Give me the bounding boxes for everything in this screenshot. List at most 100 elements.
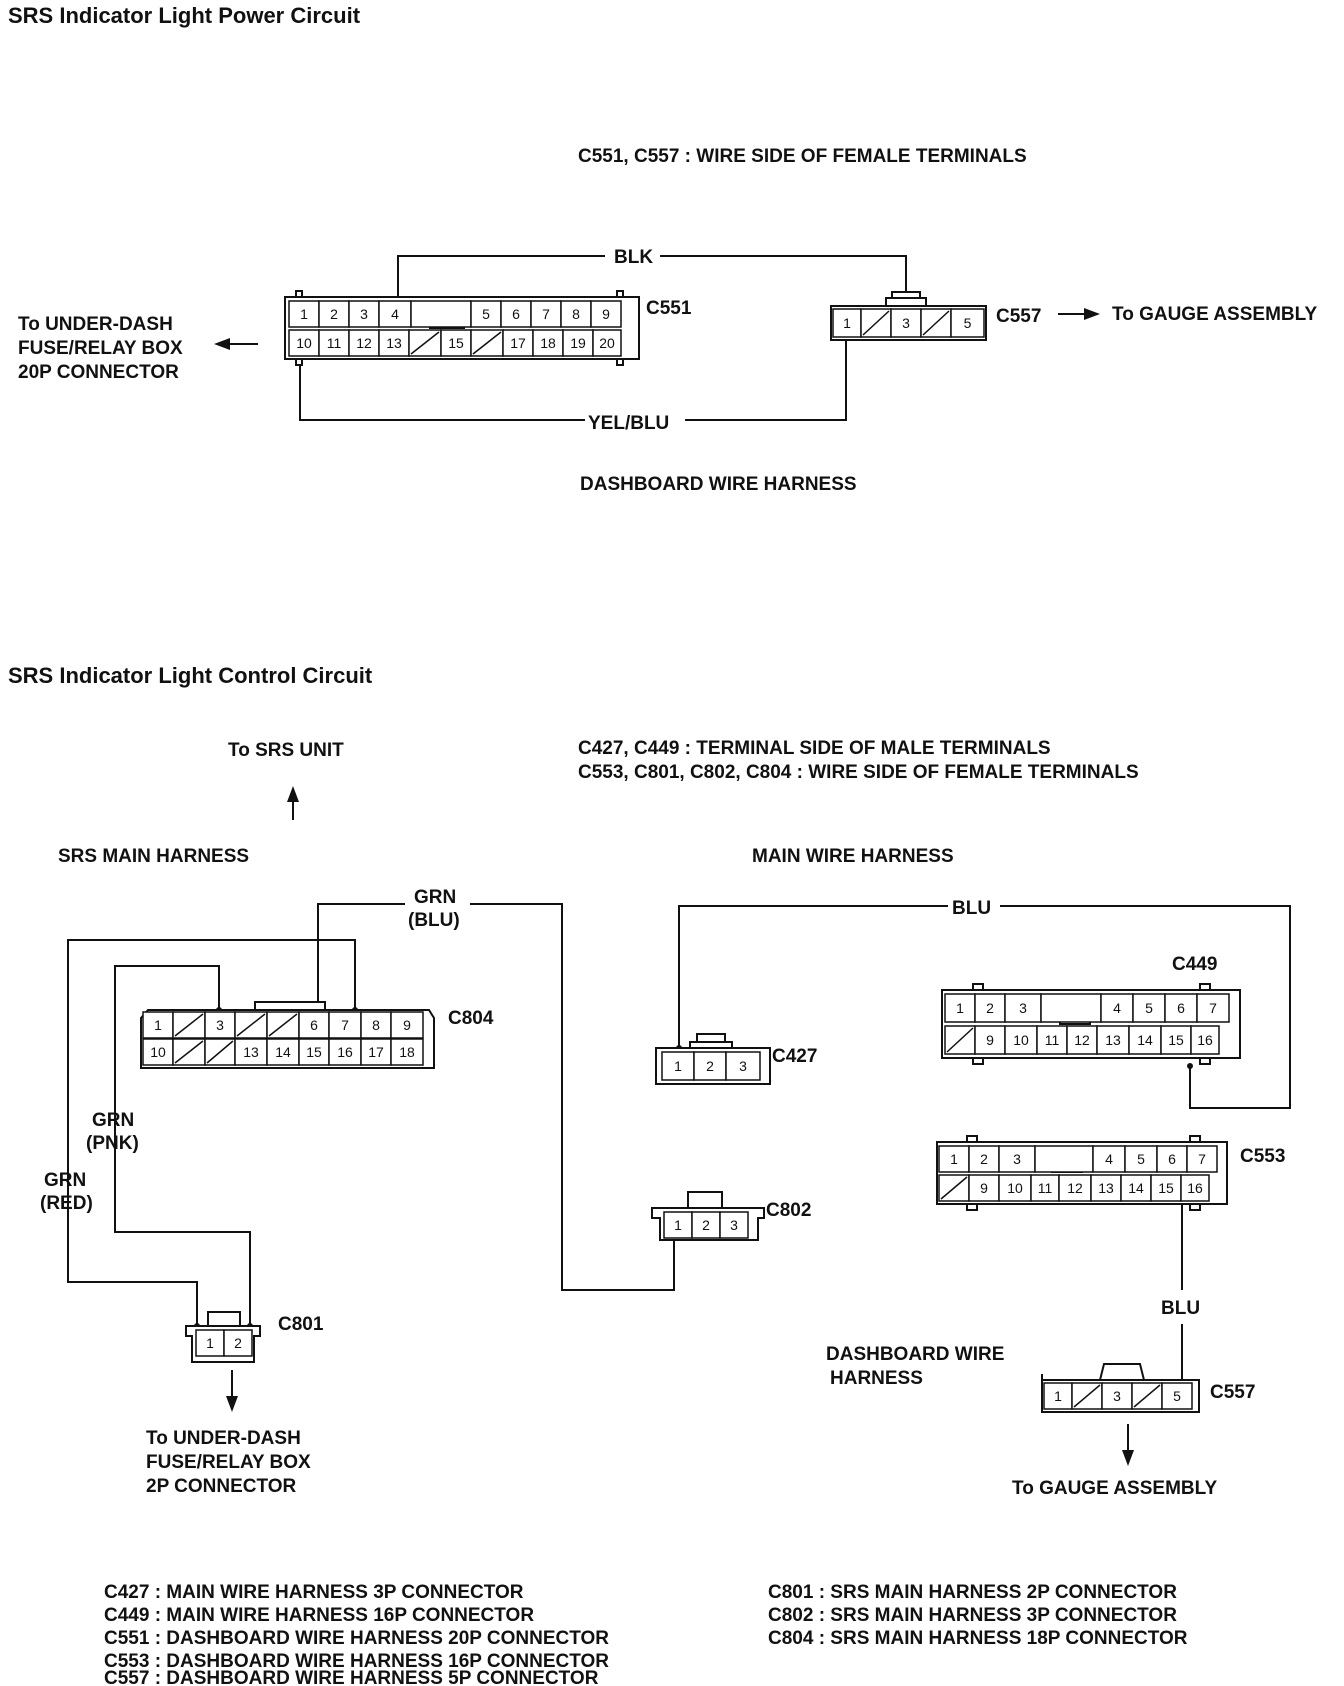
power-circuit-title: SRS Indicator Light Power Circuit [8, 3, 361, 28]
terminal-number: 3 [360, 306, 368, 322]
terminal-cell [288, 329, 320, 357]
to-fuse-box-2p-line-1: To UNDER-DASH [146, 1428, 301, 1449]
terminal-number: 12 [1067, 1180, 1083, 1196]
wire-blu-bottom-label: BLU [1161, 1298, 1200, 1319]
terminal-cell [266, 1038, 300, 1066]
terminal-number: 3 [1113, 1388, 1121, 1404]
terminal-number: 17 [510, 335, 526, 351]
dash-harness-line-1: DASHBOARD WIRE [826, 1344, 1004, 1365]
terminal-number: 16 [337, 1044, 353, 1060]
terminal-number: 11 [1045, 1032, 1060, 1048]
blank-terminal-slash [236, 1013, 266, 1037]
terminal-cell [1058, 1174, 1092, 1202]
terminal-cell [318, 329, 350, 357]
legend-item: C802 : SRS MAIN HARNESS 3P CONNECTOR [768, 1605, 1177, 1626]
terminal-cell [1190, 1025, 1220, 1055]
blank-terminal-slash [862, 310, 890, 336]
terminal-cell [500, 300, 532, 328]
terminal-number: 14 [1128, 1180, 1144, 1196]
blank-terminal-slash [922, 310, 950, 336]
terminal-cell [1030, 1174, 1060, 1202]
terminal-number: 10 [150, 1044, 166, 1060]
to-fuse-box-2p-line-2: FUSE/RELAY BOX [146, 1452, 311, 1473]
terminal-number: 14 [1137, 1032, 1153, 1048]
terminal-cell [719, 1211, 749, 1239]
terminal-number: 1 [674, 1217, 682, 1233]
legend-item: C551 : DASHBOARD WIRE HARNESS 20P CONNEC… [104, 1628, 609, 1649]
connector-c802: 1 2 3 [651, 1191, 765, 1241]
terminal-number: 2 [706, 1058, 714, 1074]
terminal-cell [950, 308, 985, 338]
to-gauge-assembly-power: To GAUGE ASSEMBLY [1112, 304, 1317, 325]
terminal-number: 17 [368, 1044, 384, 1060]
terminal-number: 3 [730, 1217, 738, 1233]
terminal-number: 7 [341, 1017, 349, 1033]
terminal-number: 11 [327, 335, 342, 351]
terminal-cell [1066, 1025, 1098, 1055]
arrow-to-srs-unit [287, 786, 299, 820]
legend-item: C804 : SRS MAIN HARNESS 18P CONNECTOR [768, 1628, 1188, 1649]
terminal-number: 15 [1168, 1032, 1184, 1048]
terminal-cell [890, 308, 922, 338]
blank-terminal-slash [940, 1176, 968, 1200]
terminal-number: 9 [986, 1032, 994, 1048]
terminal-number: 5 [1145, 1000, 1153, 1016]
c801-label: C801 [278, 1314, 324, 1335]
terminal-cell [1156, 1145, 1188, 1173]
terminal-number: 2 [986, 1000, 994, 1016]
terminal-cell [1161, 1382, 1193, 1410]
terminal-cell [1196, 993, 1230, 1023]
terminal-number: 5 [964, 315, 972, 331]
power-harness-label: DASHBOARD WIRE HARNESS [580, 474, 857, 495]
to-srs-unit: To SRS UNIT [228, 740, 344, 761]
c449-label: C449 [1172, 954, 1217, 975]
terminal-number: 14 [275, 1044, 291, 1060]
terminal-number: 6 [1177, 1000, 1185, 1016]
terminal-number: 6 [310, 1017, 318, 1033]
wire-grn-blu-tracer: (BLU) [408, 910, 460, 931]
terminal-number: 11 [1038, 1180, 1053, 1196]
terminal-number: 2 [330, 306, 338, 322]
terminal-cell [1004, 993, 1042, 1023]
to-fuse-box-line-3: 20P CONNECTOR [18, 362, 179, 383]
terminal-number: 5 [1173, 1388, 1181, 1404]
terminal-number: 4 [391, 306, 399, 322]
terminal-number: 3 [1019, 1000, 1027, 1016]
c553-label: C553 [1240, 1146, 1285, 1167]
to-fuse-box-line-1: To UNDER-DASH [18, 314, 173, 335]
wire-grn-pnk-tracer: (PNK) [86, 1133, 139, 1154]
terminal-cell [663, 1211, 693, 1239]
control-view-note-1: C427, C449 : TERMINAL SIDE OF MALE TERMI… [578, 738, 1051, 759]
terminal-cell [195, 1329, 225, 1357]
arrow-to-gauge-2 [1122, 1424, 1134, 1466]
terminal-number: 18 [399, 1044, 415, 1060]
blank-terminal-slash [268, 1013, 298, 1037]
c557-control-label: C557 [1210, 1382, 1255, 1403]
blank-terminal-slash [1133, 1384, 1161, 1408]
terminal-number: 10 [1013, 1032, 1029, 1048]
legend-item: C557 : DASHBOARD WIRE HARNESS 5P CONNECT… [104, 1668, 599, 1686]
terminal-number: 1 [843, 315, 851, 331]
terminal-cell [390, 1011, 424, 1039]
terminal-number: 2 [702, 1217, 710, 1233]
wire-grn-red-tracer: (RED) [40, 1193, 93, 1214]
terminal-number: 4 [1105, 1151, 1113, 1167]
terminal-number: 19 [570, 335, 586, 351]
terminal-cell [974, 993, 1006, 1023]
terminal-number: 8 [372, 1017, 380, 1033]
terminal-cell [223, 1329, 253, 1357]
terminal-number: 3 [902, 315, 910, 331]
blank-terminal-slash [472, 331, 502, 355]
wire-blu-top-label: BLU [952, 898, 991, 919]
terminal-number: 13 [1105, 1032, 1121, 1048]
terminal-number: 18 [540, 335, 556, 351]
terminal-cell [998, 1145, 1036, 1173]
legend-item: C449 : MAIN WIRE HARNESS 16P CONNECTOR [104, 1605, 534, 1626]
to-fuse-box-line-2: FUSE/RELAY BOX [18, 338, 183, 359]
terminal-cell [968, 1174, 1000, 1202]
blank-terminal-slash [174, 1040, 204, 1064]
terminal-number: 12 [356, 335, 372, 351]
